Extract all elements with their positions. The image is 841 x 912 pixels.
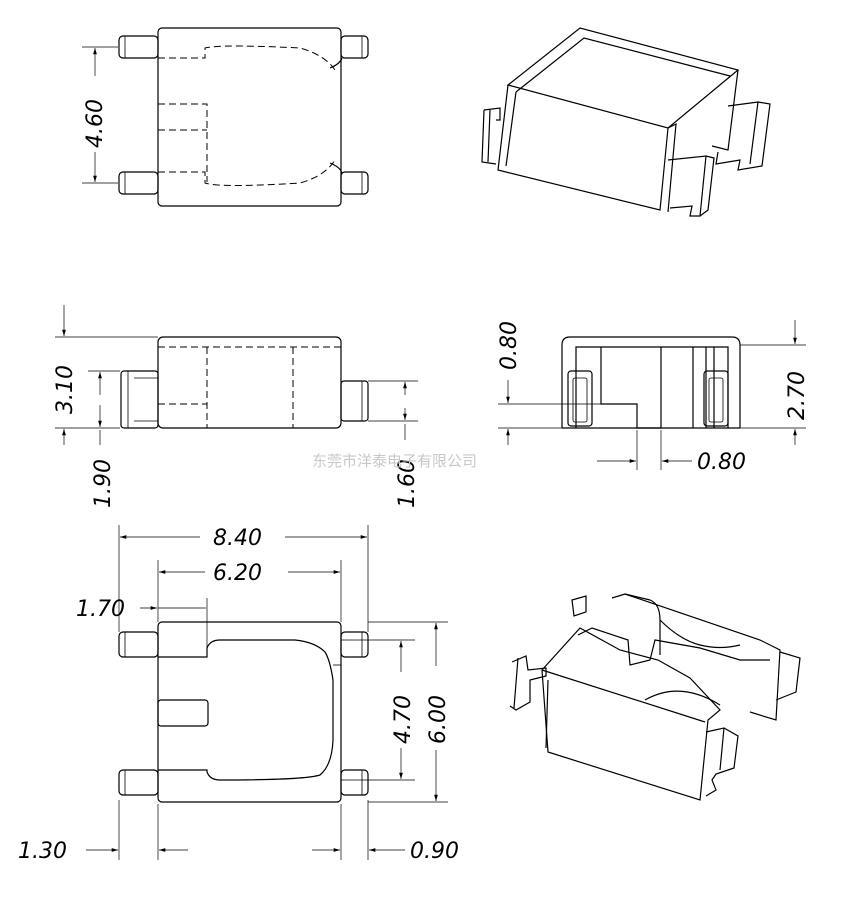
label-right-lead: 0.90 — [410, 839, 459, 864]
top-view — [118, 27, 369, 207]
label-flange-width: 1.70 — [76, 597, 125, 622]
dim-bottom: 8.40 6.20 1.70 4.70 6.00 1.30 0.90 — [18, 525, 459, 864]
dim-side: 3.10 1.90 1.60 — [53, 305, 420, 508]
label-side-lead-height: 1.90 — [91, 459, 116, 508]
label-left-lead: 1.30 — [18, 839, 67, 864]
label-top-height: 4.60 — [83, 99, 108, 148]
watermark-text: 东莞市洋泰电子有限公司 — [312, 452, 477, 470]
iso-view-top — [481, 27, 771, 217]
side-view — [120, 336, 369, 429]
label-overall-width: 6.00 — [426, 695, 451, 744]
label-body-length: 6.20 — [213, 561, 262, 586]
label-front-top-gap: 0.80 — [497, 321, 522, 370]
bottom-view — [118, 621, 369, 803]
label-overall-length: 8.40 — [213, 526, 262, 551]
dim-front: 0.80 2.70 0.80 — [497, 320, 810, 475]
front-view — [561, 336, 741, 429]
iso-view-bottom — [509, 593, 801, 801]
label-inner-width: 4.70 — [391, 695, 416, 744]
dim-top-height: 4.60 — [82, 46, 118, 184]
label-side-height: 3.10 — [53, 365, 78, 414]
label-front-slot: 0.80 — [697, 450, 746, 475]
label-side-lead-right: 1.60 — [395, 459, 420, 508]
label-front-height: 2.70 — [785, 371, 810, 420]
